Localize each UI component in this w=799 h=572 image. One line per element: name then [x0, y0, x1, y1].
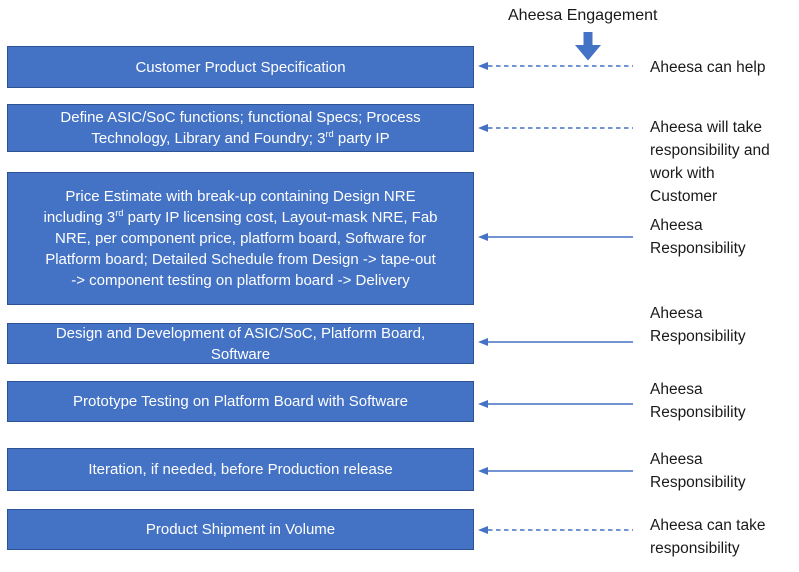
step-label: Product Shipment in Volume: [145, 521, 336, 538]
dashed-arrow-to-product-shipment-icon: [478, 526, 633, 534]
solid-arrow-to-iteration-icon: [478, 467, 633, 475]
step-label: Price Estimate with break-up containing …: [43, 188, 438, 289]
solid-arrow-to-design-development-icon: [478, 338, 633, 346]
engagement-title: Aheesa Engagement: [508, 7, 658, 24]
step-box-define-asic-soc-functions: Define ASIC/SoC functions; functional Sp…: [7, 104, 474, 152]
dashed-arrow-to-define-functions-icon: [478, 124, 633, 132]
step-box-design-and-development: Design and Development of ASIC/SoC, Plat…: [7, 323, 474, 364]
step-box-price-estimate: Price Estimate with break-up containing …: [7, 172, 474, 305]
annotation-responsibility-4: Aheesa Responsibility: [650, 451, 746, 491]
step-label: Customer Product Specification: [135, 58, 346, 76]
engagement-down-arrow-icon: [575, 32, 601, 61]
annotation-can-help: Aheesa can help: [650, 59, 766, 76]
solid-arrow-to-price-estimate-icon: [478, 233, 633, 241]
superscript-ordinal: rd: [325, 129, 334, 139]
dashed-arrow-to-customer-spec-icon: [478, 62, 633, 70]
step-box-iteration: Iteration, if needed, before Production …: [7, 448, 474, 491]
step-box-customer-product-specification: Customer Product Specification: [7, 46, 474, 88]
step-label: Define ASIC/SoC functions; functional Sp…: [60, 109, 421, 147]
annotation-can-take-responsibility: Aheesa can take responsibility: [650, 517, 766, 557]
annotation-responsibility-3: Aheesa Responsibility: [650, 381, 746, 421]
step-label: Prototype Testing on Platform Board with…: [73, 393, 408, 410]
step-label: Design and Development of ASIC/SoC, Plat…: [55, 324, 426, 363]
step-label: Iteration, if needed, before Production …: [88, 461, 393, 478]
annotation-responsibility-2: Aheesa Responsibility: [650, 305, 746, 345]
superscript-ordinal: rd: [115, 208, 124, 218]
solid-arrow-to-prototype-testing-icon: [478, 400, 633, 408]
step-box-product-shipment: Product Shipment in Volume: [7, 509, 474, 550]
annotation-responsibility-1: Aheesa Responsibility: [650, 217, 746, 257]
step-box-prototype-testing: Prototype Testing on Platform Board with…: [7, 381, 474, 422]
annotation-will-take-responsibility: Aheesa will take responsibility and work…: [650, 119, 770, 205]
